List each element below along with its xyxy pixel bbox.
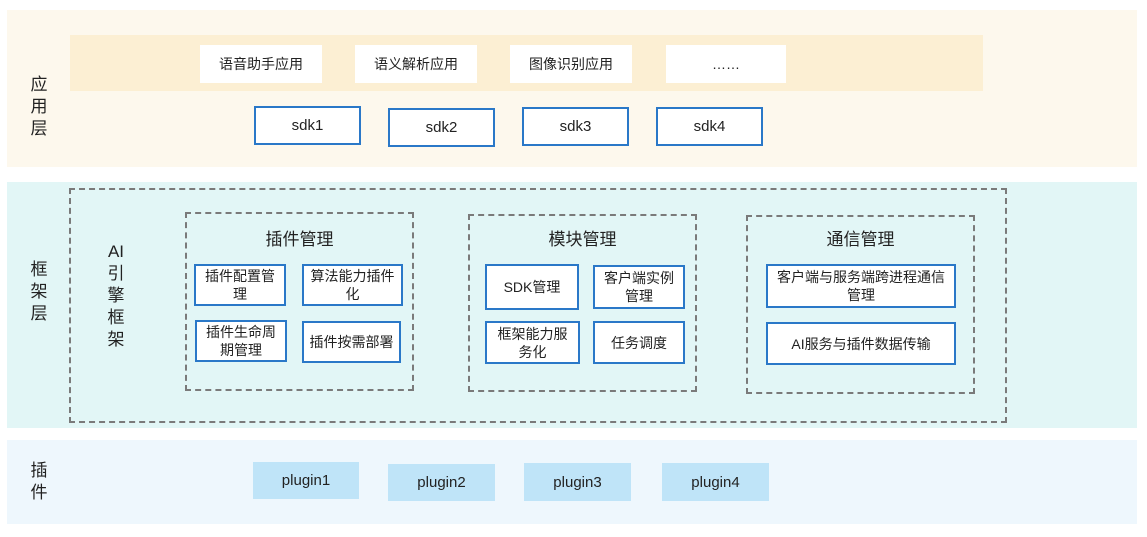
sdk-box-3: sdk3: [522, 107, 629, 146]
framework-layer-label: 框架层: [30, 260, 48, 323]
plugin-box-2: plugin2: [388, 464, 495, 501]
app-voice-assistant: 语音助手应用: [200, 45, 322, 83]
plugin-box-4: plugin4: [662, 463, 769, 501]
module-plugin-config: 插件配置管理: [194, 264, 286, 306]
module-plugin-lifecycle: 插件生命周期管理: [195, 320, 287, 362]
module-task-scheduling: 任务调度: [593, 321, 685, 364]
communication-management-group: 通信管理: [746, 215, 975, 394]
app-more: ……: [666, 45, 786, 83]
module-framework-service: 框架能力服务化: [485, 321, 580, 364]
ai-engine-label: AI引擎框架: [107, 242, 125, 349]
communication-management-title: 通信管理: [826, 230, 895, 249]
module-ai-plugin-data: AI服务与插件数据传输: [766, 322, 956, 365]
module-client-instance: 客户端实例管理: [593, 265, 685, 309]
module-management-group: 模块管理: [468, 214, 697, 392]
sdk-box-1: sdk1: [254, 106, 361, 145]
sdk-box-2: sdk2: [388, 108, 495, 147]
ai-engine-framework-container: [69, 188, 1007, 423]
app-image-recognition: 图像识别应用: [510, 45, 632, 83]
module-ipc-management: 客户端与服务端跨进程通信管理: [766, 264, 956, 308]
module-management-title: 模块管理: [548, 230, 617, 249]
app-semantic-parsing: 语义解析应用: [355, 45, 477, 83]
sdk-box-4: sdk4: [656, 107, 763, 146]
module-algorithm-pluginization: 算法能力插件化: [302, 264, 403, 306]
plugin-box-1: plugin1: [253, 462, 359, 499]
module-sdk-management: SDK管理: [485, 264, 579, 310]
plugin-layer-label: 插件: [30, 461, 48, 502]
plugin-management-group: 插件管理: [185, 212, 414, 391]
app-layer-label: 应用层: [30, 75, 48, 138]
module-plugin-on-demand: 插件按需部署: [302, 321, 401, 363]
plugin-management-title: 插件管理: [265, 230, 334, 249]
plugin-box-3: plugin3: [524, 463, 631, 501]
